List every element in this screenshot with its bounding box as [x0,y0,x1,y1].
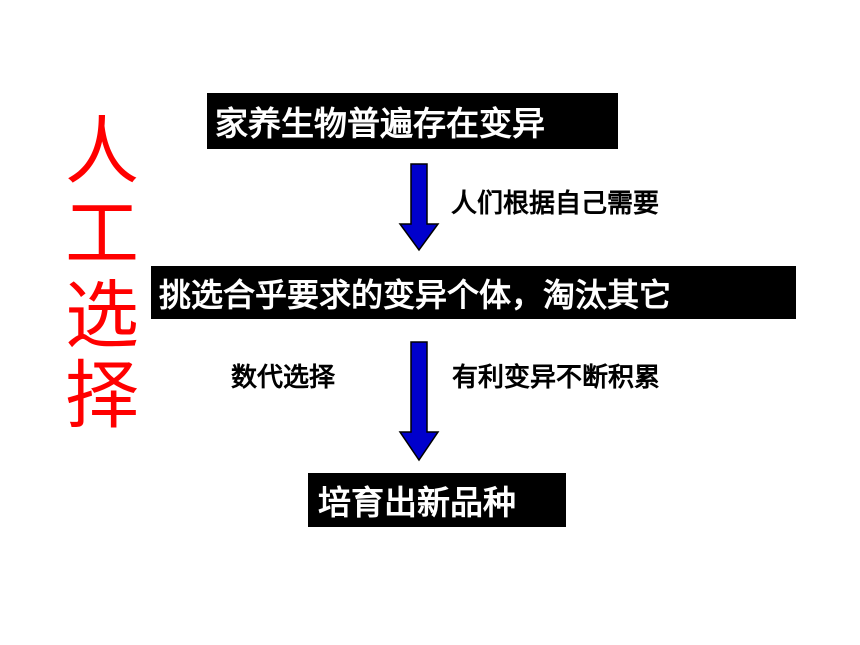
bottom-box-text: 培育出新品种 [318,483,516,522]
down-arrow-icon [398,341,440,462]
title-char: 选 [65,273,139,359]
arrow2-left-label: 数代选择 [231,363,336,393]
bottom-box: 培育出新品种 [308,473,566,527]
title-char: 人 [65,109,139,195]
middle-box: 挑选合乎要求的变异个体，淘汰其它 [151,266,796,319]
arrow1-right-label: 人们根据自己需要 [451,189,660,219]
down-arrow-icon [398,163,440,252]
middle-box-text: 挑选合乎要求的变异个体，淘汰其它 [159,275,672,314]
top-box-text: 家养生物普遍存在变异 [215,104,545,143]
title-char: 择 [65,353,139,439]
top-box: 家养生物普遍存在变异 [207,93,618,149]
title-char: 工 [65,191,139,277]
arrow2-right-label: 有利变异不断积累 [452,363,661,393]
